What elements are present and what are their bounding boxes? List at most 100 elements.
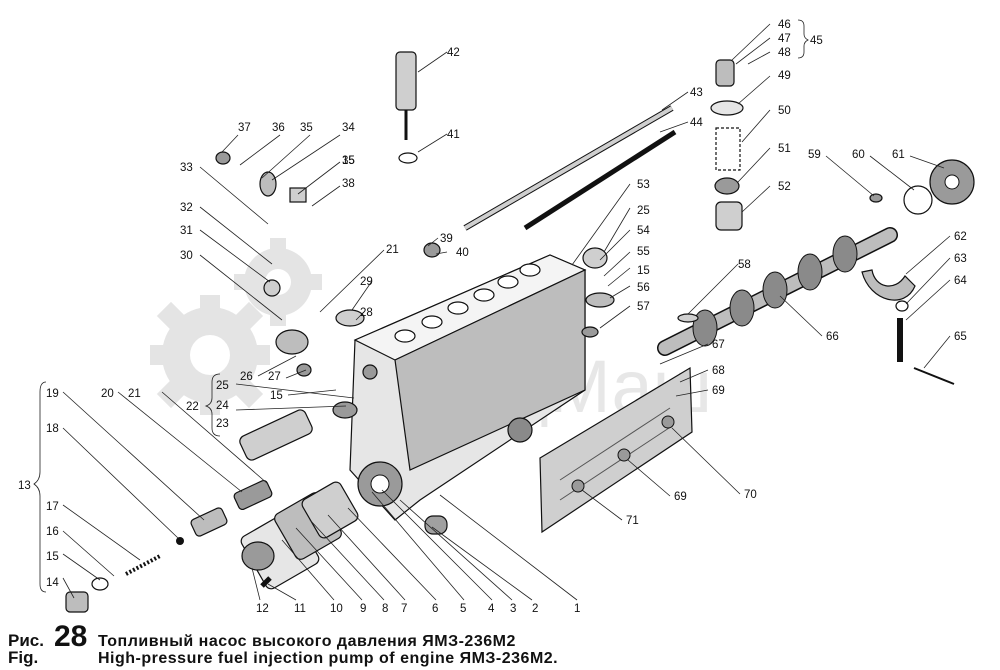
callout-30: 30: [180, 250, 193, 262]
callout-69-upper: 69: [712, 385, 725, 397]
callout-15-right: 15: [637, 265, 650, 277]
callout-26: 26: [240, 371, 253, 383]
callout-labels: 1 2 3 4 5 6 7 8 9 10 11 12 13 14 15 15 1…: [18, 19, 967, 615]
callout-16: 16: [46, 526, 59, 538]
callout-67: 67: [712, 339, 725, 351]
drive-gear-hub: [944, 174, 960, 190]
brackets: [33, 19, 809, 593]
callout-66: 66: [826, 331, 839, 343]
callout-62: 62: [954, 231, 967, 243]
caption-line-en: Fig. High-pressure fuel injection pump o…: [8, 649, 988, 668]
callout-39: 39: [440, 233, 453, 245]
callout-44: 44: [690, 117, 703, 129]
callout-51: 51: [778, 143, 791, 155]
camshaft: [657, 227, 898, 356]
callout-12: 12: [256, 603, 269, 615]
callout-14: 14: [46, 577, 59, 589]
callout-53: 53: [637, 179, 650, 191]
callout-25-left: 25: [216, 380, 229, 392]
figure-number: 28: [54, 620, 88, 653]
callout-61: 61: [892, 149, 905, 161]
caption-en-title: High-pressure fuel injection pump of eng…: [98, 650, 559, 667]
figure-caption: Рис. 28 Топливный насос высокого давлени…: [8, 622, 988, 668]
callout-6: 6: [432, 603, 438, 615]
callout-46: 46: [778, 19, 791, 31]
callout-33: 33: [180, 162, 193, 174]
callout-31: 31: [180, 225, 193, 237]
callout-68: 68: [712, 365, 725, 377]
callout-27: 27: [268, 371, 281, 383]
callout-63: 63: [954, 253, 967, 265]
callout-36: 36: [272, 122, 285, 134]
callout-52: 52: [778, 181, 791, 193]
callout-7: 7: [401, 603, 407, 615]
callout-5: 5: [460, 603, 466, 615]
callout-15-mid: 15: [270, 390, 283, 402]
callout-55: 55: [637, 246, 650, 258]
callout-11: 11: [294, 603, 306, 615]
callout-28: 28: [360, 307, 373, 319]
callout-23: 23: [216, 418, 229, 430]
callout-41: 41: [447, 129, 460, 141]
callout-69-lower: 69: [674, 491, 687, 503]
plunger-assembly: [710, 59, 744, 231]
callout-20: 20: [101, 388, 114, 400]
callout-57: 57: [637, 301, 650, 313]
callout-1: 1: [574, 603, 580, 615]
caption-line-ru: Рис. 28 Топливный насос высокого давлени…: [8, 622, 988, 652]
small-parts: [215, 151, 909, 419]
callout-8: 8: [382, 603, 388, 615]
callout-37: 37: [238, 122, 251, 134]
parts: [65, 51, 975, 613]
callout-48: 48: [778, 47, 791, 59]
callout-54: 54: [637, 225, 650, 237]
callout-38: 38: [342, 178, 355, 190]
callout-43: 43: [690, 87, 703, 99]
callout-13: 13: [18, 480, 31, 492]
callout-64: 64: [954, 275, 967, 287]
callout-25-right: 25: [637, 205, 650, 217]
callout-17: 17: [46, 501, 59, 513]
callout-19: 19: [46, 388, 59, 400]
delivery-valve: [395, 51, 418, 164]
callout-65: 65: [954, 331, 967, 343]
callout-24: 24: [216, 400, 229, 412]
callout-9: 9: [360, 603, 366, 615]
callout-2: 2: [532, 603, 538, 615]
callout-40: 40: [456, 247, 469, 259]
callout-71: 71: [626, 515, 639, 527]
callout-29: 29: [360, 276, 373, 288]
callout-50: 50: [778, 105, 791, 117]
caption-en-prefix: Fig.: [8, 648, 39, 667]
leader-lines: [62, 23, 951, 601]
callout-59: 59: [808, 149, 821, 161]
flange-stack: [240, 461, 403, 590]
callout-35-lower: 35: [342, 155, 355, 167]
callout-22: 22: [186, 401, 199, 413]
callout-35-upper: 35: [300, 122, 313, 134]
callout-45: 45: [810, 35, 823, 47]
callout-18: 18: [46, 423, 59, 435]
callout-32: 32: [180, 202, 193, 214]
callout-3: 3: [510, 603, 516, 615]
callout-21-upper: 21: [386, 244, 399, 256]
caption-ru-prefix: Рис.: [8, 631, 44, 650]
key-65: [913, 367, 955, 385]
thrust-ring: [903, 185, 933, 215]
fittings-left: [65, 409, 313, 613]
callout-58: 58: [738, 259, 751, 271]
pump-housing: [349, 254, 587, 535]
callout-15-upper: 15: [342, 155, 355, 167]
caption-ru-title: Топливный насос высокого давления ЯМЗ-23…: [98, 633, 516, 650]
exploded-view-diagram: СпецМаш: [18, 19, 975, 615]
callout-21-left: 21: [128, 388, 141, 400]
callout-4: 4: [488, 603, 495, 615]
callout-49: 49: [778, 70, 791, 82]
callout-70: 70: [744, 489, 757, 501]
callout-15-lower: 15: [46, 551, 59, 563]
callout-60: 60: [852, 149, 865, 161]
callout-47: 47: [778, 33, 791, 45]
side-cover: [539, 366, 693, 534]
control-rack: [463, 105, 677, 231]
